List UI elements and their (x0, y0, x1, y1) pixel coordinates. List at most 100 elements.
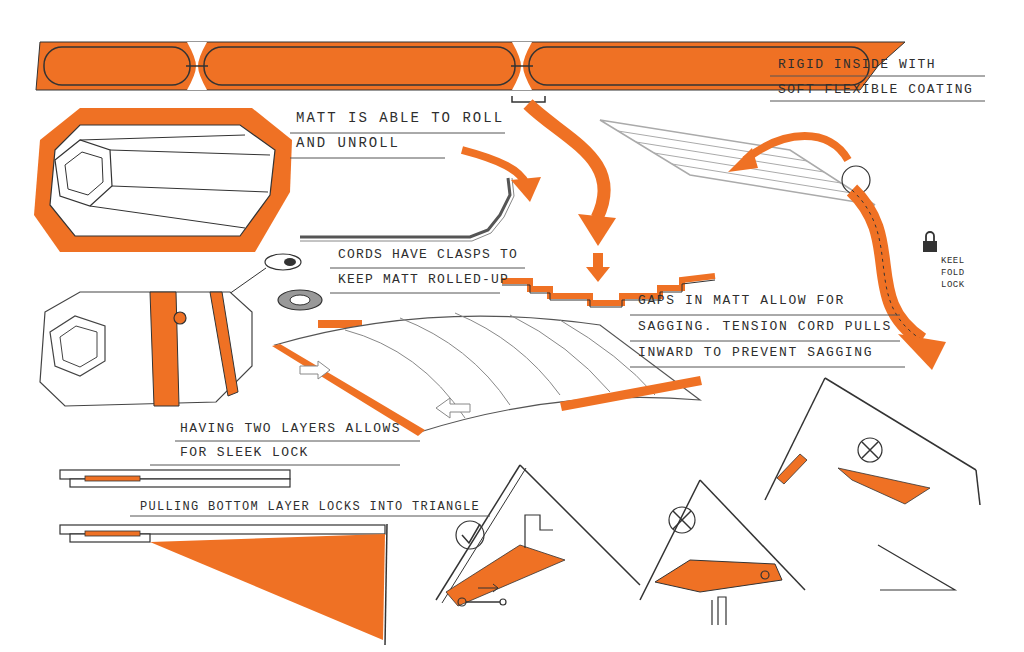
clasp-socket (290, 295, 310, 305)
annotation-note: PULLING BOTTOM LAYER LOCKS INTO TRIANGLE (140, 499, 480, 515)
clasp (174, 312, 186, 324)
rolled-mat (34, 108, 292, 252)
roll-edge (90, 206, 245, 228)
locked-triangle (150, 534, 385, 640)
annotation-note: KEEL FOLD LOCK (941, 255, 968, 291)
lever-lock (655, 560, 782, 592)
annotation-note: MATT IS ABLE TO ROLL AND UNROLL (296, 106, 510, 156)
down-arrow (593, 253, 603, 269)
underline-stroke (770, 76, 985, 77)
arrow-head (586, 267, 610, 282)
roll-edge (110, 150, 270, 155)
rolling-mat-sketch (300, 150, 541, 241)
roll-end (65, 152, 103, 195)
cord-band (210, 292, 238, 396)
underline-stroke (290, 158, 445, 159)
mat-gap (512, 42, 532, 90)
pin-symbol (458, 598, 466, 606)
hinge-option (640, 454, 807, 625)
triangle-symbol (878, 545, 955, 590)
slide-arrow (478, 584, 498, 592)
mat-gap (187, 42, 207, 90)
detail-bracket (512, 96, 545, 102)
segmented-mat-section (36, 42, 905, 307)
ribbon-arrow (852, 190, 922, 340)
side-panel (385, 524, 387, 645)
profile-symbol (525, 515, 553, 548)
panel (976, 470, 980, 505)
lever-part (777, 454, 807, 484)
lock-shackle (926, 232, 934, 241)
rigid-segment (44, 47, 190, 85)
ribbon-arrow (528, 104, 604, 218)
hinge-option (765, 378, 980, 590)
mat-seam (636, 142, 824, 172)
underline-stroke (330, 293, 500, 294)
flat-mat-sketch (600, 120, 946, 370)
ribbon-hatch (852, 190, 922, 340)
profile-symbol (712, 597, 726, 625)
roll-arrow (462, 150, 526, 184)
panel (765, 378, 825, 500)
underline-stroke (770, 101, 985, 102)
roll-end (55, 140, 112, 206)
tension-cord (511, 65, 533, 67)
approved-mark (462, 524, 480, 543)
clasp-post (284, 258, 296, 266)
fold-arrow (745, 136, 848, 160)
underline-stroke (630, 315, 900, 316)
roll-coating (34, 108, 292, 252)
roll-body (50, 125, 275, 236)
mat-outline (600, 120, 875, 205)
banded-roll (40, 292, 252, 406)
lever-pivot (761, 571, 769, 579)
clasp-socket (278, 290, 322, 310)
annotation-note: RIGID INSIDE WITH SOFT FLEXIBLE COATING (778, 52, 978, 102)
panel (825, 378, 976, 470)
arrow-head (898, 334, 946, 370)
keel-lock (446, 545, 565, 606)
tensioned-mat (272, 313, 702, 436)
hinge-option (436, 465, 640, 606)
rejected-mark (673, 511, 691, 529)
underline-stroke (175, 441, 420, 442)
underline-stroke (290, 133, 505, 134)
cord-band (150, 292, 179, 406)
mat-surface (275, 316, 700, 432)
lock-icon (923, 241, 937, 252)
mat-profile (300, 178, 514, 241)
annotation-note: CORDS HAVE CLASPS TO KEEP MATT ROLLED-UP (338, 242, 523, 292)
roll-edge (112, 186, 268, 192)
approved-mark (456, 521, 484, 549)
roll-end (50, 316, 105, 376)
keel-lock (838, 468, 930, 504)
pin-symbol (466, 601, 500, 603)
mat-seam (672, 164, 858, 194)
lock-slot (85, 476, 140, 481)
pin-symbol (500, 599, 506, 605)
roll-edge (80, 135, 245, 140)
rejected-mark (858, 438, 882, 462)
mat-coating (36, 42, 905, 90)
mat-seam (455, 313, 560, 395)
roll-end (60, 326, 97, 367)
mat-seam (510, 315, 610, 392)
layer-lock-bars (60, 470, 387, 645)
rejected-mark (862, 442, 878, 458)
roll-body (40, 292, 252, 406)
arrow-head (511, 177, 541, 202)
note-underlines (130, 76, 985, 516)
clasp-post (265, 254, 301, 270)
lock-slot (85, 531, 140, 536)
mat-seam (618, 131, 807, 161)
annotation-note: HAVING TWO LAYERS ALLOWS FOR SLEEK LOCK (180, 417, 406, 465)
arrow-head (728, 148, 758, 172)
underline-stroke (130, 516, 490, 517)
pull-arrow (300, 361, 330, 379)
tension-strip (560, 376, 702, 411)
underline-stroke (630, 341, 900, 342)
rigid-segment (204, 47, 515, 85)
arrow-head (578, 214, 616, 246)
mat-seam (400, 318, 510, 405)
